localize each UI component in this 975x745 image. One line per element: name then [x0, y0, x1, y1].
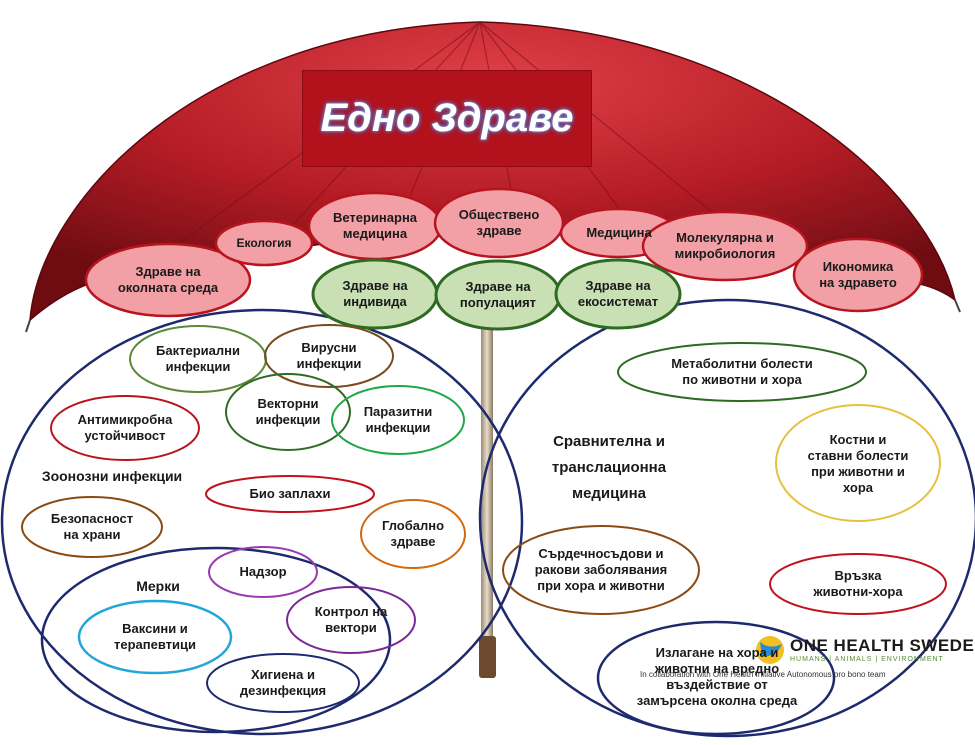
- label-ecosystem: Здраве на екосистемат: [577, 278, 659, 309]
- label-viral: Вирусни инфекции: [296, 340, 362, 371]
- rib-tip: [954, 299, 961, 313]
- label-bacterial: Бактериални инфекции: [156, 343, 240, 374]
- logo-note: In collaboration with One Health Initiat…: [640, 670, 886, 679]
- rib-tip: [25, 319, 31, 333]
- globe-detail: [760, 642, 782, 657]
- oval-economics: [792, 237, 924, 313]
- measures-heading: Мерки: [136, 578, 180, 594]
- translational-section-circle: [478, 298, 975, 738]
- one-health-sweden-logo: ONE HEALTH SWEDEN HUMANS | ANIMALS | ENV…: [640, 628, 975, 684]
- zoonotic-heading: Зоонозни инфекции: [41, 468, 183, 484]
- oval-bio: [205, 475, 375, 513]
- oval-bone: [775, 404, 941, 522]
- label-vector: Векторни инфекции: [255, 396, 321, 427]
- oval-ecology: [214, 219, 314, 267]
- oval-molecular: [641, 210, 809, 282]
- label-population: Здраве на популацият: [459, 279, 537, 310]
- label-parasitic: Паразитни инфекции: [363, 404, 433, 435]
- oval-food: [21, 496, 163, 558]
- oval-viral: [264, 324, 394, 388]
- oval-ecosystem: [554, 258, 682, 330]
- oval-metabolic: [617, 342, 867, 402]
- label-food: Безопасност на храни: [50, 511, 134, 542]
- label-cardio: Сърдечносъдови и ракови заболявания при …: [534, 546, 668, 593]
- oval-hygiene: [206, 653, 360, 713]
- zoonotic-section-circle: [0, 308, 524, 736]
- oval-public: [433, 187, 565, 259]
- label-link: Връзка животни-хора: [813, 568, 903, 599]
- oval-global: [360, 499, 466, 569]
- label-ecology: Екология: [236, 236, 292, 250]
- label-vectorctrl: Контрол на вектори: [314, 604, 388, 635]
- label-individual: Здраве на индивида: [342, 278, 408, 309]
- label-vaccines: Ваксини и терапевтици: [113, 621, 196, 652]
- oval-vectorctrl: [286, 586, 416, 654]
- oval-amr: [50, 395, 200, 461]
- umbrella-shaft: [481, 300, 493, 645]
- label-metabolic: Метаболитни болести по животни и хора: [671, 356, 813, 387]
- label-surveillance: Надзор: [239, 564, 287, 579]
- title-banner: Едно Здраве: [302, 70, 592, 167]
- label-economics: Икономика на здравето: [819, 259, 897, 290]
- label-public: Обществено здраве: [458, 207, 540, 238]
- measures-circle: [40, 546, 392, 734]
- logo-subtitle: HUMANS | ANIMALS | ENVIRONMENT: [790, 656, 944, 663]
- translational-heading: Сравнителна и транслационна медицина: [551, 433, 667, 502]
- label-molecular: Молекулярна и микробиология: [674, 230, 776, 261]
- label-global: Глобално здраве: [381, 518, 445, 549]
- page-title: Едно Здраве: [320, 96, 574, 140]
- umbrella-handle: [479, 636, 496, 678]
- oval-env: [84, 242, 252, 318]
- label-env: Здраве на околната среда: [117, 264, 219, 295]
- label-amr: Антимикробна устойчивост: [77, 412, 173, 443]
- oval-vaccines: [77, 599, 233, 675]
- oval-exposure: [596, 620, 836, 736]
- oval-parasitic: [331, 385, 465, 455]
- oval-cardio: [502, 525, 700, 615]
- label-exposure: Излагане на хора и животни на вредно въз…: [636, 645, 798, 708]
- oval-link: [769, 553, 947, 615]
- label-hygiene: Хигиена и дезинфекция: [239, 667, 327, 698]
- label-vet: Ветеринарна медицина: [332, 210, 418, 241]
- label-bone: Костни и ставни болести при животни и хо…: [807, 432, 909, 495]
- label-medicine: Медицина: [586, 225, 652, 240]
- oval-vector: [225, 373, 351, 451]
- label-bio: Био заплахи: [249, 486, 331, 501]
- oval-surveillance: [208, 546, 318, 598]
- logo-name: ONE HEALTH SWEDEN: [790, 636, 975, 655]
